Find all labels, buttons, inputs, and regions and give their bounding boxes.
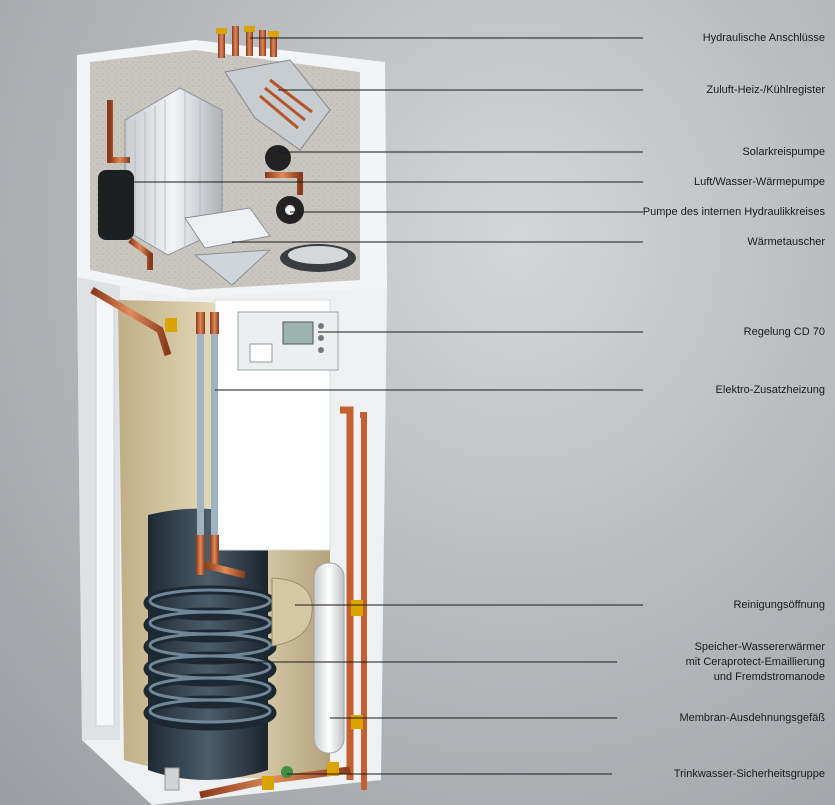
label-safety-group: Trinkwasser-Sicherheitsgruppe	[673, 768, 825, 780]
safety-group-fittings	[164, 762, 351, 799]
label-electric-heater: Elektro-Zusatzheizung	[715, 384, 825, 396]
label-air-water-heat-pump: Luft/Wasser-Wärmepumpe	[693, 176, 825, 188]
label-hydraulic-connections: Hydraulische Anschlüsse	[702, 32, 825, 44]
label-storage-heater-line1: Speicher-Wassererwärmer	[694, 641, 825, 653]
label-control-cd70: Regelung CD 70	[743, 326, 825, 338]
label-heat-exchanger: Wärmetauscher	[747, 236, 825, 248]
solar-circuit-pump	[265, 145, 291, 171]
expansion-vessel	[313, 562, 345, 754]
compressor	[98, 170, 134, 240]
label-solar-pump: Solarkreispumpe	[742, 146, 825, 158]
label-expansion-vessel: Membran-Ausdehnungsgefäß	[679, 712, 825, 724]
supply-air-register	[224, 59, 331, 151]
hydraulic-connections-top	[216, 26, 279, 58]
hydraulic-pipes-lower	[90, 286, 367, 790]
cleaning-opening-cover	[271, 577, 313, 647]
plate-heat-exchanger	[184, 207, 271, 249]
leader-lines	[110, 37, 643, 775]
label-storage-heater-line3: und Fremdstromanode	[713, 671, 825, 683]
label-internal-hydraulic-pump: Pumpe des internen Hydraulikkreises	[642, 206, 825, 218]
label-cleaning-opening: Reinigungsöffnung	[733, 599, 825, 611]
label-supply-air-register: Zuluft-Heiz-/Kühlregister	[706, 84, 825, 96]
label-storage-heater-line2: mit Ceraprotect-Emaillierung	[685, 656, 825, 668]
